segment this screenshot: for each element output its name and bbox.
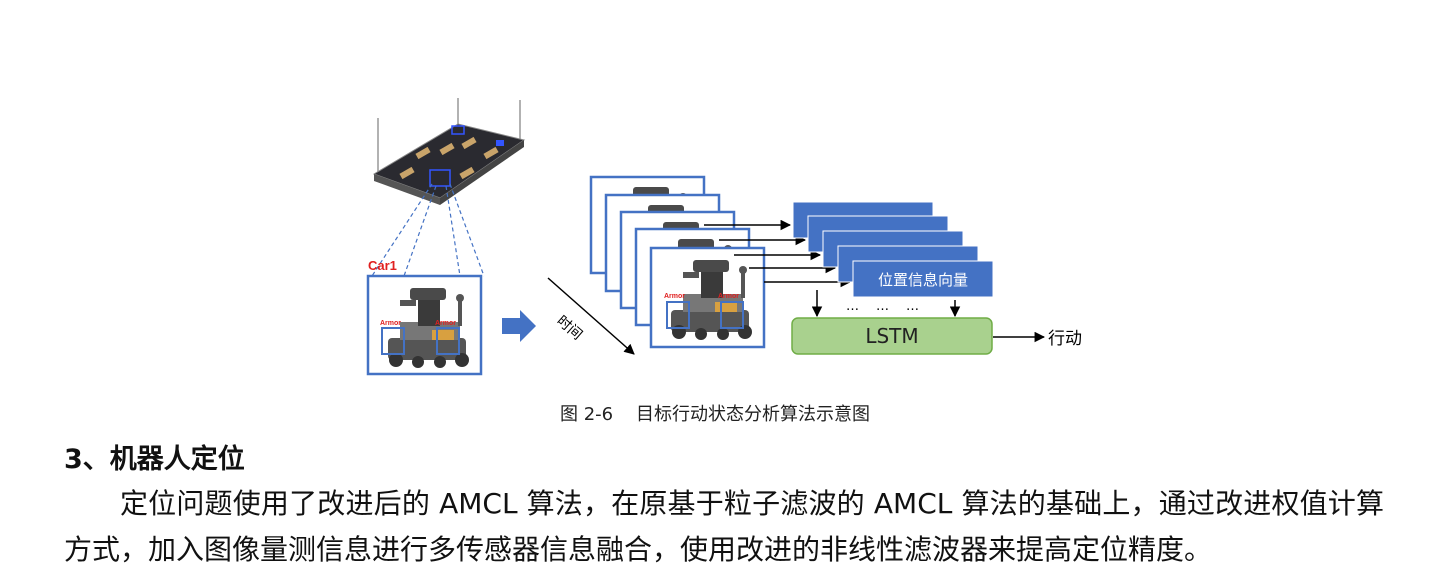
figure-caption: 图 2-6 目标行动状态分析算法示意图 [559,404,870,425]
output-label: 行动 [1048,329,1082,349]
algorithm-diagram: Car1 Armor Armor 时间 [366,98,1082,376]
flow-arrow-icon [502,310,536,342]
armor-label-left: Armor [380,320,401,327]
arena-map [372,98,526,205]
time-axis-arrow [547,277,635,355]
vector-to-lstm-arrows [811,290,961,318]
car-label: Car1 [368,258,397,273]
ellipsis-2: … [876,299,889,314]
frame: Armor Armor [649,246,766,349]
section-heading: 3、机器人定位 [64,444,245,475]
lstm-block: LSTM [791,317,993,355]
frame-stack: Armor Armor [589,175,766,349]
frame-to-vector-arrows [704,219,852,288]
projection-lines [371,183,485,277]
section-paragraph: 定位问题使用了改进后的 AMCL 算法，在原基于粒子滤波的 AMCL 算法的基础… [64,487,1384,566]
armor-label-left: Armor [664,293,685,300]
vector-stack: 位置信息向量 [792,201,994,298]
vector-label: 位置信息向量 [878,271,968,289]
ellipsis-1: … [846,299,859,314]
armor-label-right: Armor [718,293,739,300]
ellipsis-3: … [906,299,919,314]
lstm-label: LSTM [865,324,918,348]
armor-label-right: Armor [435,320,456,327]
robot-frame-main: Armor Armor [366,274,483,376]
time-axis-label: 时间 [553,313,585,343]
